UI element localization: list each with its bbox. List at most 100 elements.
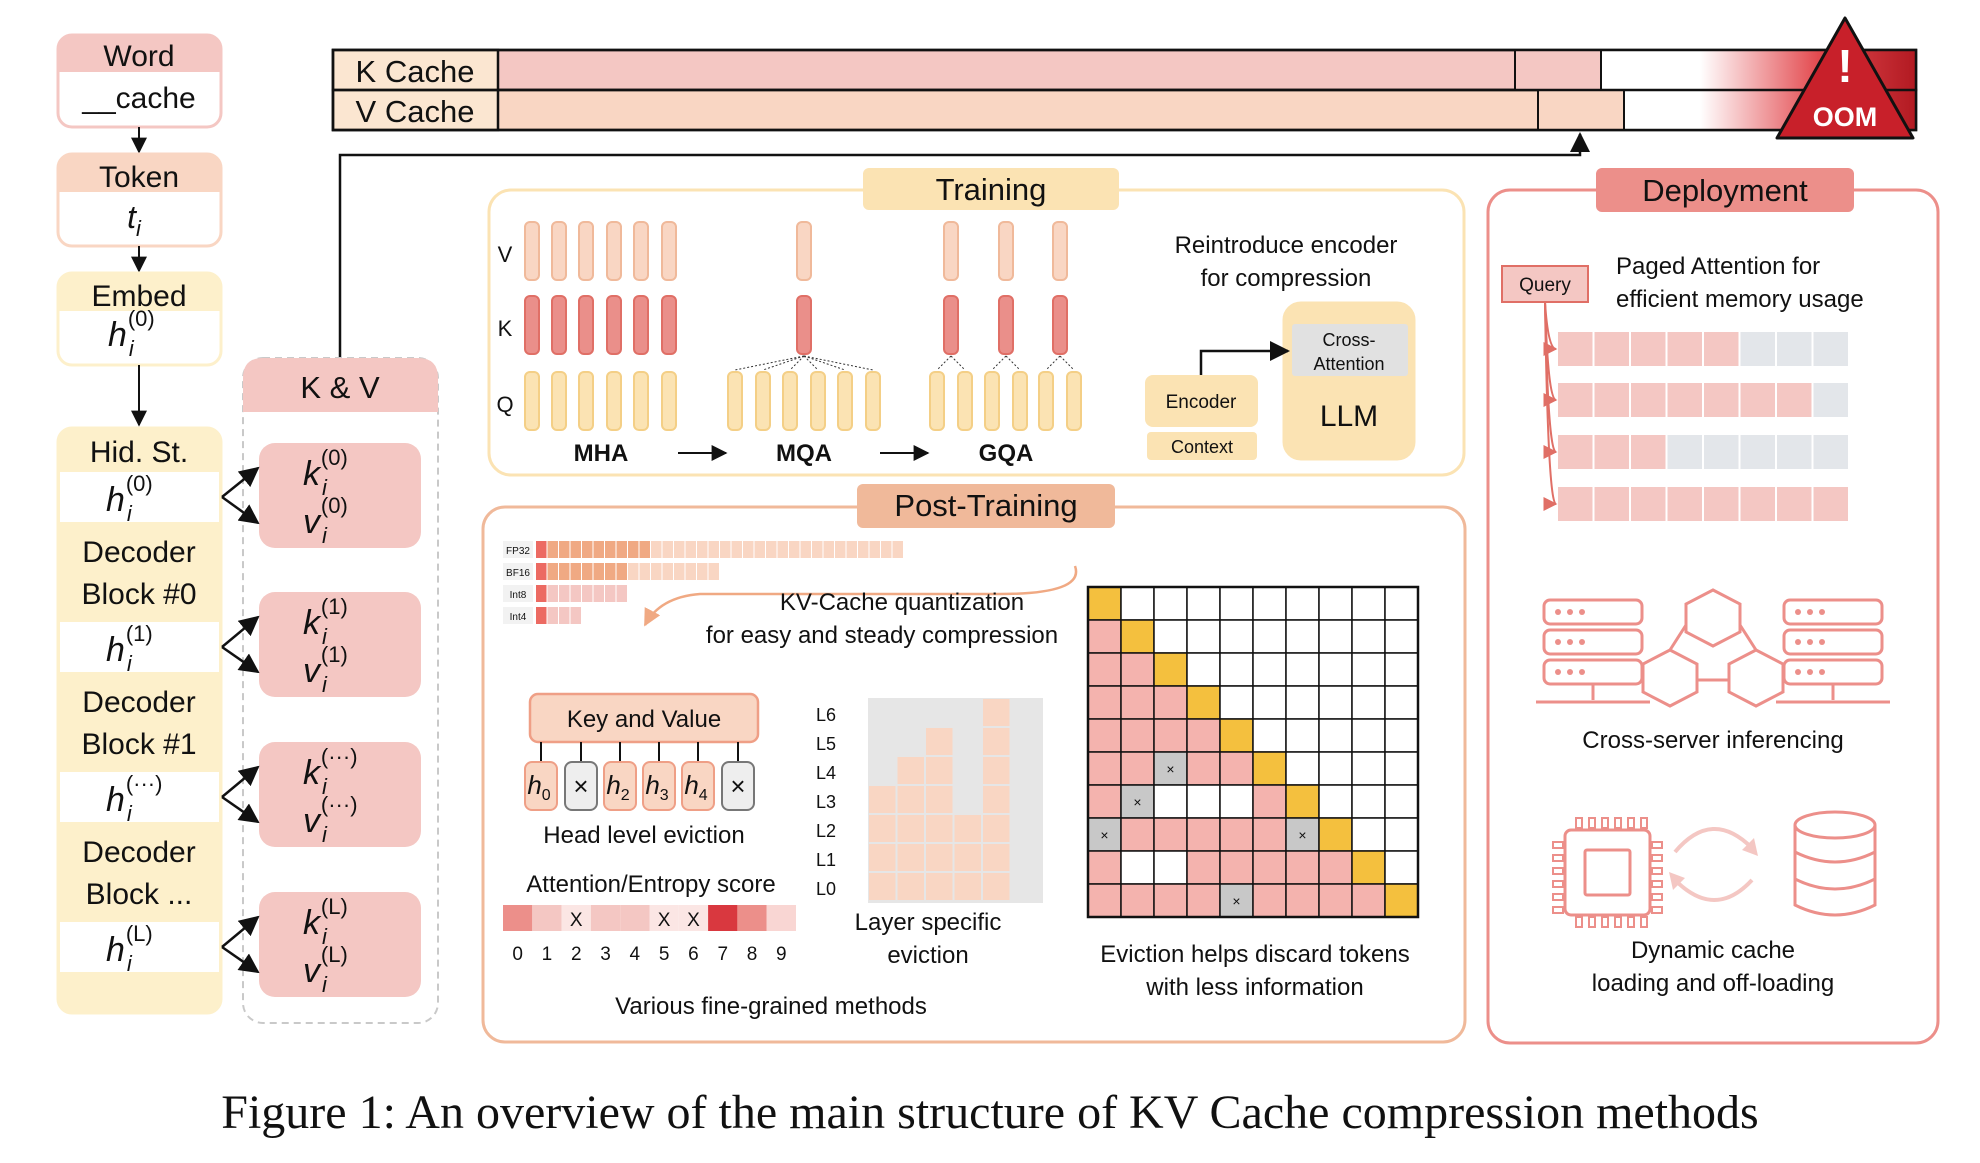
matrix-kept-cell <box>1219 850 1254 885</box>
quant-bit-cell <box>559 585 570 602</box>
layer-label: L2 <box>816 821 836 841</box>
mha-label: MHA <box>574 440 629 467</box>
matrix-empty-cell <box>1318 718 1353 753</box>
matrix-empty-cell <box>1285 685 1320 720</box>
mha-query-head <box>551 371 567 431</box>
chip-pin <box>1588 916 1596 928</box>
quant-bit-cell <box>800 541 811 558</box>
post-training-title: Post-Training <box>894 488 1077 523</box>
score-cell <box>766 905 796 931</box>
quant-format-tag <box>503 585 533 602</box>
matrix-diagonal-cell <box>1219 718 1254 753</box>
matrix-empty-cell <box>1186 586 1221 621</box>
query-to-page-arrow <box>1543 301 1558 511</box>
database-icon <box>1793 810 1877 917</box>
memory-page-block <box>1631 435 1666 469</box>
mha-query-head <box>633 371 649 431</box>
memory-page-block <box>1667 332 1702 366</box>
mqa-query-head <box>837 371 853 431</box>
paged-attention-text-1: Paged Attention for <box>1616 253 1820 280</box>
mha-value-head <box>661 221 677 281</box>
score-cell <box>620 905 650 931</box>
v-cache-new-block <box>1537 89 1625 131</box>
mha-key-head <box>578 295 594 355</box>
quant-bit-cell <box>616 585 627 602</box>
hidden-state-label: Hid. St. <box>90 436 188 469</box>
matrix-empty-cell <box>1285 751 1320 786</box>
memory-page-block <box>1594 435 1629 469</box>
matrix-kept-cell <box>1087 850 1122 885</box>
quant-bit-cell <box>651 563 662 580</box>
deployment-title: Deployment <box>1642 173 1808 208</box>
head-symbol: h4 <box>684 770 707 804</box>
score-cell <box>590 905 621 931</box>
matrix-kept-cell <box>1252 784 1287 819</box>
cross-server-label: Cross-server inferencing <box>1582 727 1843 754</box>
score-index: 7 <box>717 944 728 965</box>
matrix-empty-cell <box>1351 751 1386 786</box>
matrix-evicted-mark: × <box>1232 893 1240 909</box>
layer-kept-cell <box>869 786 896 813</box>
matrix-kept-cell <box>1087 685 1122 720</box>
cross-attention-box <box>1292 324 1408 376</box>
quant-bit-cell <box>593 563 604 580</box>
quant-bit-cell <box>547 563 558 580</box>
quant-bit-cell <box>536 563 547 580</box>
layer-kept-cell <box>983 699 1010 726</box>
deployment-title-badge <box>1596 168 1854 212</box>
token-eviction-matrix: ××××× <box>1086 585 1420 919</box>
decoder-block-line1: Decoder <box>82 836 195 869</box>
matrix-empty-cell <box>1384 718 1419 753</box>
matrix-kept-cell <box>1153 883 1188 918</box>
quantization-arrow <box>643 565 1078 627</box>
memory-page-block <box>1631 487 1666 521</box>
quant-format-tag <box>503 607 533 624</box>
quant-bit-cell <box>605 563 616 580</box>
query-box <box>1501 265 1589 303</box>
matrix-empty-cell <box>1351 784 1386 819</box>
quant-bit-cell <box>582 541 593 558</box>
quant-bit-cell <box>605 541 616 558</box>
attention-head <box>642 761 676 811</box>
matrix-empty-cell <box>1351 619 1386 654</box>
chip-icon <box>1563 828 1652 917</box>
encoder-box <box>1145 375 1258 427</box>
oom-label: OOM <box>1813 102 1878 132</box>
matrix-kept-cell <box>1153 718 1188 753</box>
memory-page-block <box>1558 435 1593 469</box>
embed-label: Embed <box>91 280 186 313</box>
quant-format-label: BF16 <box>506 568 530 579</box>
kv-panel-header <box>243 358 438 412</box>
matrix-kept-cell <box>1120 751 1155 786</box>
to-key-arrow <box>221 765 260 798</box>
quant-format-label: Int8 <box>510 590 527 601</box>
mqa-value-head <box>796 221 812 281</box>
mha-value-head <box>606 221 622 281</box>
layer-kept-cell <box>983 873 1010 900</box>
oom-warning-icon: ! OOM <box>1775 16 1915 140</box>
memory-page-block <box>1667 383 1702 417</box>
matrix-kept-cell <box>1120 883 1155 918</box>
memory-page-block <box>1777 435 1812 469</box>
matrix-kept-cell <box>1120 652 1155 687</box>
oom-exclamation: ! <box>1837 40 1852 92</box>
hidden-state-cell <box>60 622 219 672</box>
matrix-kept-cell <box>1120 718 1155 753</box>
matrix-kept-cell <box>1318 883 1353 918</box>
kv-to-cache-arrow <box>338 132 1590 358</box>
matrix-empty-cell <box>1153 850 1188 885</box>
quant-bit-cell <box>593 585 604 602</box>
kv-card <box>259 443 421 548</box>
mha-key-head <box>633 295 649 355</box>
to-value-arrow <box>221 645 260 674</box>
chip-pin <box>1575 817 1583 829</box>
gqa-key-head <box>998 295 1014 355</box>
memory-page-block <box>1813 383 1848 417</box>
chip-pin <box>1552 854 1564 862</box>
hidden-state-symbol: hi(L) <box>106 921 153 976</box>
training-title-badge <box>863 168 1119 210</box>
embed-hidden-symbol: hi(0) <box>108 306 155 361</box>
